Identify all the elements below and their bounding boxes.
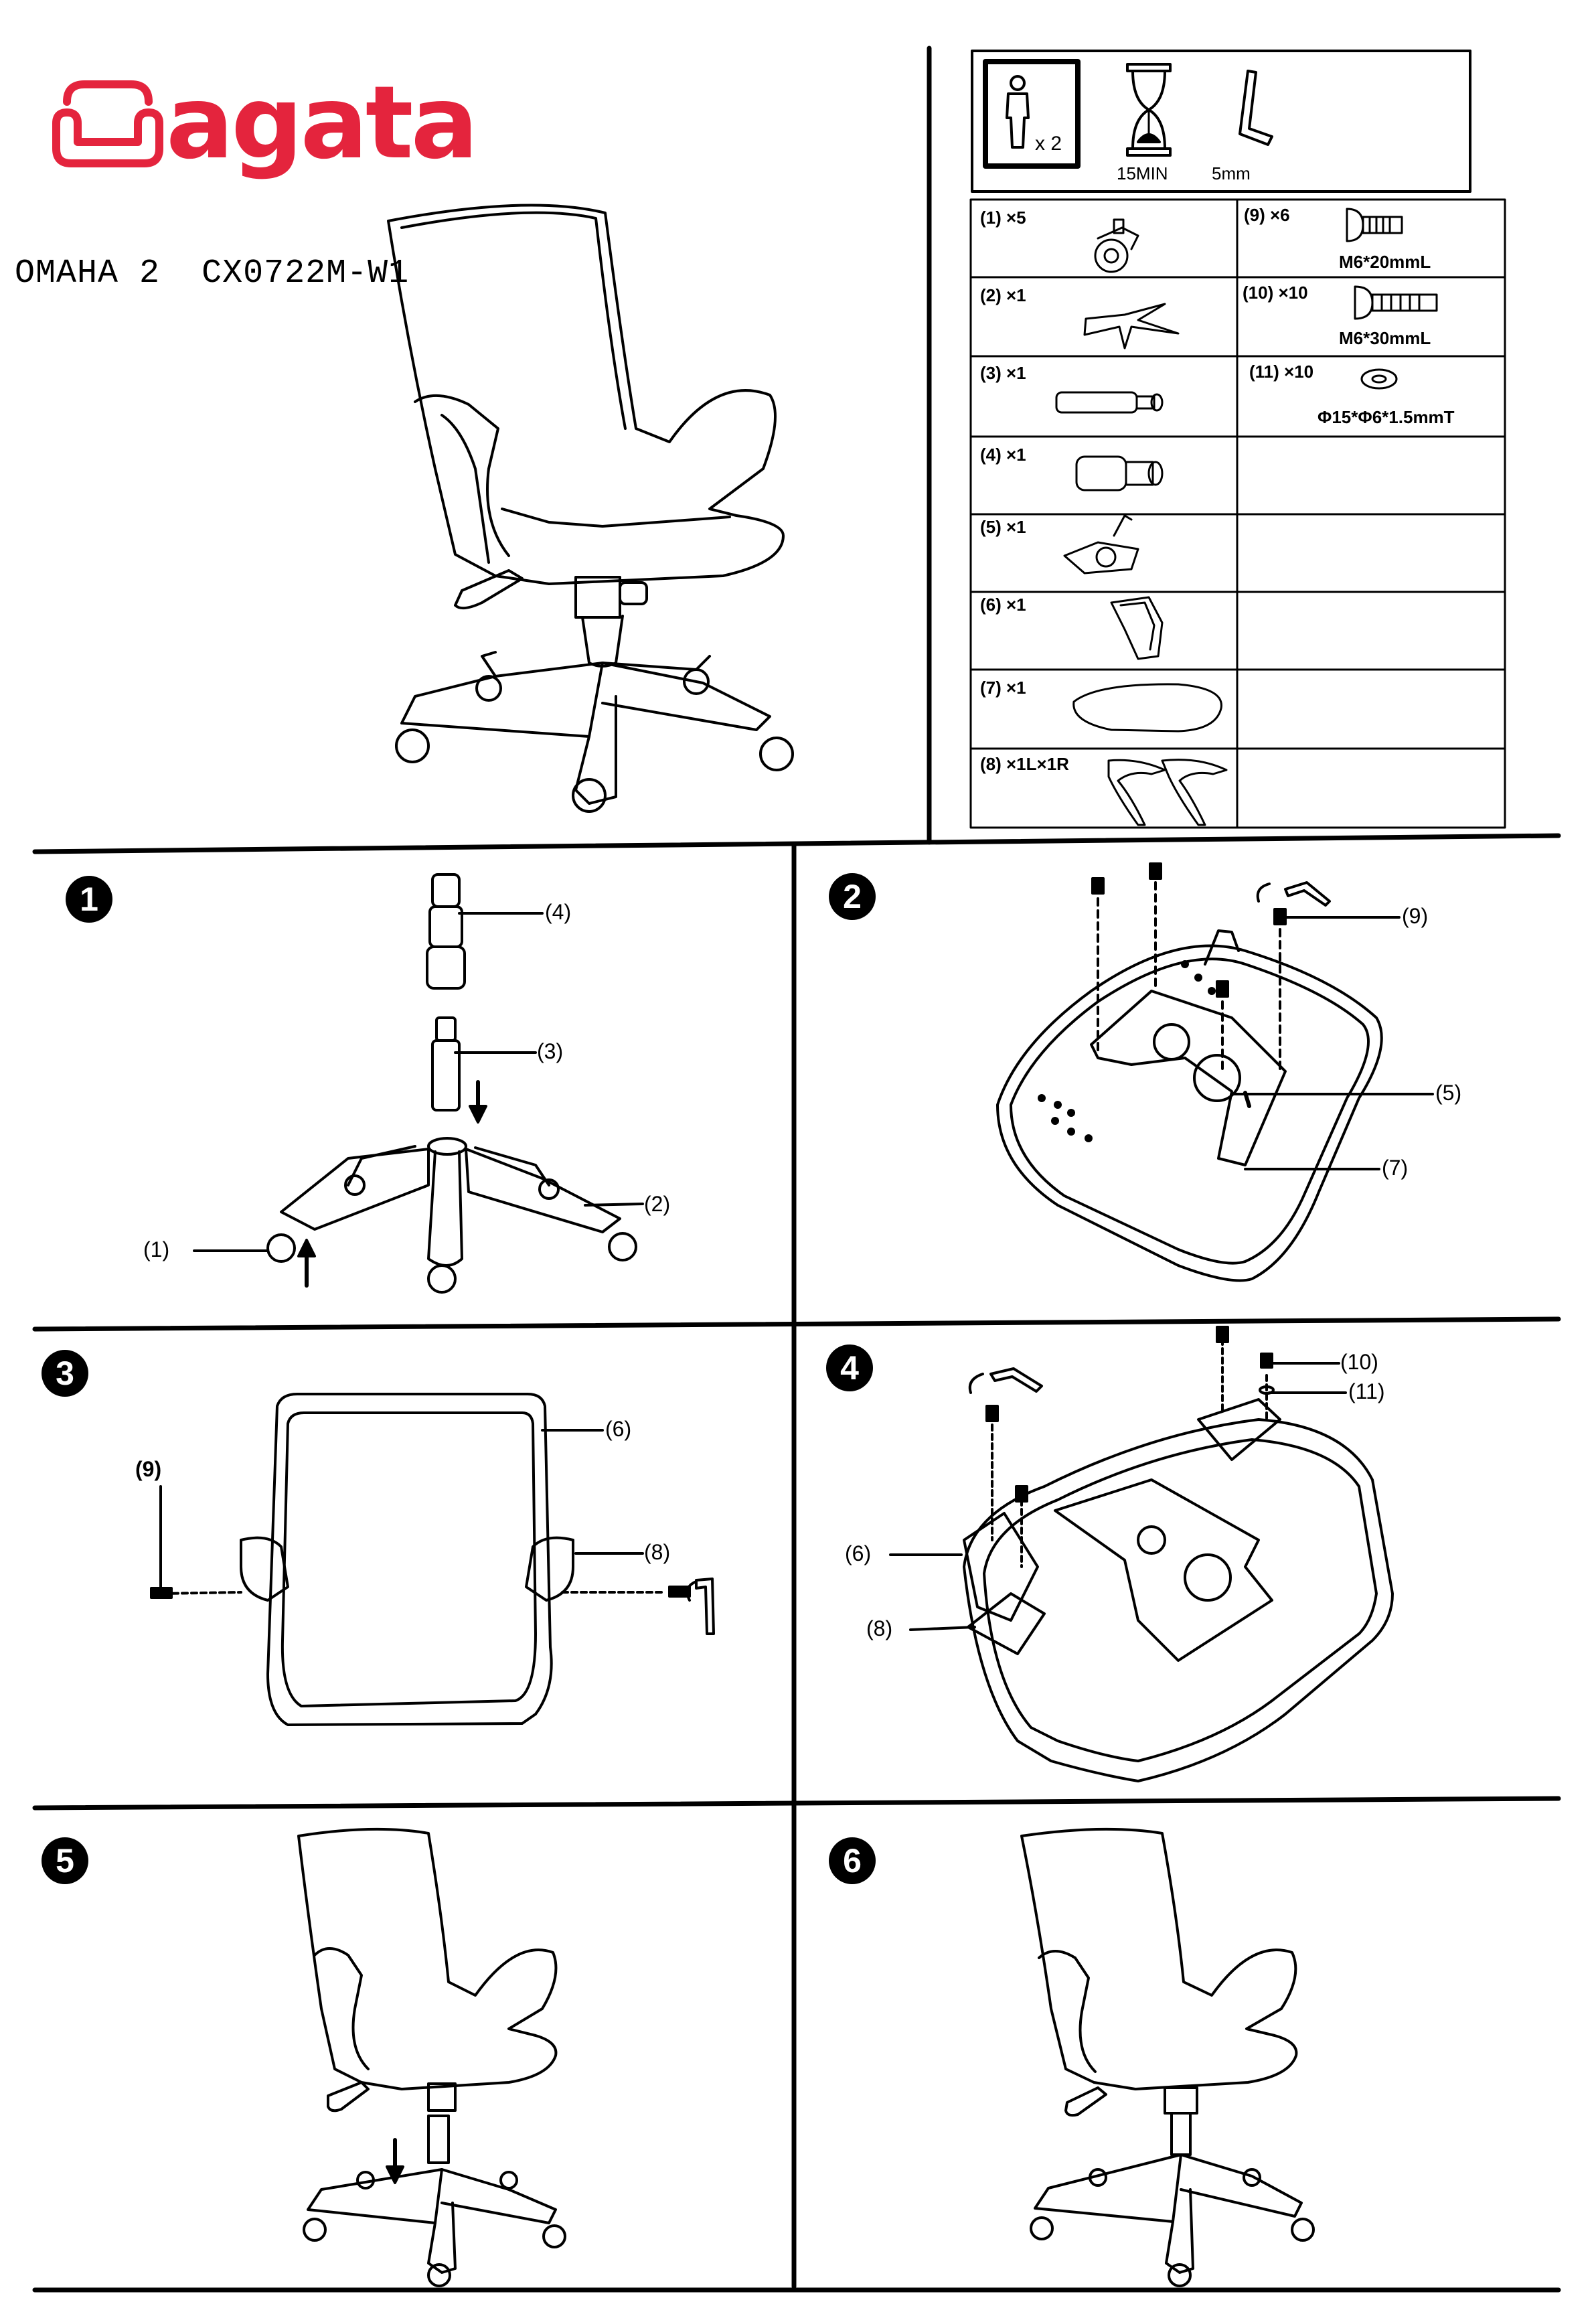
part-9-label: (9) ×6 — [1244, 205, 1290, 225]
step1-callout-3: (3) — [537, 1039, 564, 1063]
step4-callout-8: (8) — [866, 1616, 893, 1640]
step1-callout-1: (1) — [143, 1237, 170, 1261]
step-2-badge: 2 — [829, 873, 876, 920]
brand-logo-icon — [52, 80, 163, 167]
step-6-badge: 6 — [829, 1837, 876, 1884]
part-9-spec: M6*20mmL — [1339, 252, 1431, 272]
model-name: OMAHA 2 CX0722M-W1 — [15, 254, 409, 293]
step1-callout-4: (4) — [545, 900, 572, 924]
step-5-badge: 5 — [42, 1837, 88, 1884]
step4-drawing — [889, 1326, 1394, 1782]
step3-callout-9: (9) — [135, 1457, 162, 1481]
step-1-badge: 1 — [66, 876, 112, 923]
step4-callout-6: (6) — [845, 1541, 872, 1565]
step3-drawing — [150, 1393, 715, 1726]
page-grid — [32, 46, 1561, 2293]
step2-callout-7: (7) — [1382, 1156, 1409, 1180]
parts-table — [969, 198, 1506, 829]
part-7-label: (7) ×1 — [980, 678, 1026, 698]
step4-callout-10: (10) — [1340, 1350, 1378, 1374]
step1-drawing — [193, 873, 644, 1294]
step2-callout-9: (9) — [1402, 904, 1429, 928]
part-1-label: (1) ×5 — [980, 208, 1026, 228]
part-10-spec: M6*30mmL — [1339, 328, 1431, 348]
step-3-badge: 3 — [42, 1350, 88, 1397]
part-11-label: (11) ×10 — [1249, 362, 1314, 382]
step2-callout-5: (5) — [1435, 1081, 1462, 1105]
part-8-label: (8) ×1L×1R — [980, 754, 1069, 774]
step1-callout-2: (2) — [644, 1192, 671, 1216]
part-10-label: (10) ×10 — [1243, 283, 1308, 303]
model-code: CX0722M-W1 — [202, 254, 410, 293]
part-6-label: (6) ×1 — [980, 595, 1026, 615]
hero-chair — [387, 204, 794, 813]
part-5-label: (5) ×1 — [980, 517, 1026, 537]
part-4-label: (4) ×1 — [980, 445, 1026, 465]
step2-drawing — [996, 862, 1434, 1282]
persons-count: x 2 — [1035, 133, 1062, 155]
wrench-size: 5mm — [1212, 163, 1251, 183]
part-11-spec: Φ15*Φ6*1.5mmT — [1318, 407, 1455, 427]
brand-name: agata — [166, 65, 479, 181]
step3-callout-8: (8) — [644, 1540, 671, 1564]
tools-box — [971, 50, 1471, 193]
step6-drawing — [1020, 1827, 1315, 2287]
part-2-label: (2) ×1 — [980, 285, 1026, 305]
step5-drawing — [297, 1827, 566, 2287]
assembly-time: 15MIN — [1117, 163, 1168, 183]
step3-callout-6: (6) — [605, 1417, 632, 1441]
part-3-label: (3) ×1 — [980, 363, 1026, 383]
step4-callout-11: (11) — [1348, 1379, 1385, 1403]
step-4-badge: 4 — [826, 1345, 873, 1391]
model-name-text: OMAHA 2 — [15, 254, 161, 293]
